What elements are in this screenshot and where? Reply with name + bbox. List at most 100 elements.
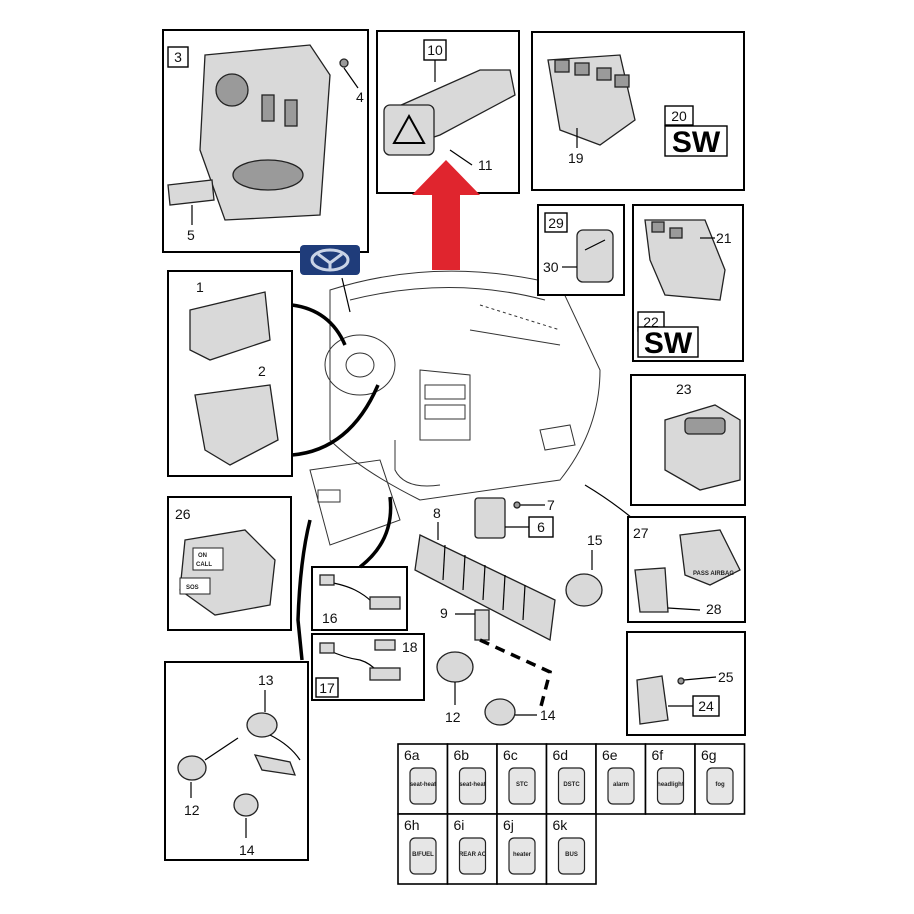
switch-cell-6j: 6j heater [496, 813, 548, 885]
switch-id-label: 6k [553, 817, 569, 833]
switch-id-label: 6h [404, 817, 420, 833]
plug-14-panel [233, 793, 259, 817]
plug-14 [484, 698, 516, 726]
callout-12: 12 [184, 802, 200, 818]
switch-6 [474, 497, 506, 539]
switch-cell-6a: 6a seat-heat [397, 743, 449, 815]
switch-button-icon [409, 767, 437, 805]
callout-13: 13 [258, 672, 274, 688]
switch-button-icon [607, 767, 635, 805]
callout-16: 16 [322, 610, 338, 626]
socket-15 [565, 573, 603, 607]
bracket-28 [634, 567, 669, 613]
lighter-12-panel [177, 755, 207, 781]
switch-id-label: 6c [503, 747, 518, 763]
steering-switch-1 [189, 291, 271, 361]
callout-25: 25 [718, 669, 734, 685]
callout-12: 12 [445, 709, 461, 725]
window-button [576, 229, 614, 283]
callout-11: 11 [478, 157, 493, 173]
switch-button-icon [656, 767, 685, 805]
stc-icon: STC [516, 782, 529, 788]
switch-cell-6e: 6e alarm [595, 743, 647, 815]
seat-heat-icon: seat-heat [410, 782, 436, 788]
callout-29: 29 [548, 215, 564, 231]
socket-13 [246, 712, 278, 738]
hazard-button [383, 104, 435, 156]
switch-id-label: 6a [404, 747, 420, 763]
window-switch-19 [547, 54, 636, 146]
switch-id-label: 6b [454, 747, 470, 763]
sw-label: SW [672, 126, 721, 159]
heater-icon: heater [513, 852, 532, 858]
switch-button-icon [706, 767, 734, 805]
callout-24: 24 [698, 698, 714, 714]
callout-14: 14 [239, 842, 255, 858]
callout-10: 10 [427, 42, 443, 58]
callout-2: 2 [258, 363, 266, 379]
switch-button-icon [458, 767, 487, 805]
callout-20: 20 [671, 108, 687, 124]
fog-icon: fog [715, 782, 725, 788]
hazard-triangle-icon [392, 113, 426, 144]
switch-id-label: 6d [553, 747, 569, 763]
bus-icon: BUS [565, 852, 578, 858]
seat-heat-icon: seat-heat [459, 782, 485, 788]
switch-button-icon [557, 837, 586, 875]
volvo-logo-icon [300, 245, 360, 275]
switch-button-icon [557, 767, 586, 805]
callout-8: 8 [433, 505, 441, 521]
callout-30: 30 [543, 259, 559, 275]
oncall-text: ON [198, 553, 207, 559]
switch-id-label: 6e [602, 747, 618, 763]
callout-14: 14 [540, 707, 556, 723]
window-switch-21 [644, 219, 726, 301]
callout-4: 4 [356, 89, 364, 105]
sw-label: SW [644, 327, 693, 360]
screw-icon [339, 58, 349, 68]
callout-18: 18 [402, 639, 418, 655]
switch-id-label: 6j [503, 817, 514, 833]
callout-17: 17 [319, 680, 335, 696]
callout-5: 5 [187, 227, 195, 243]
callout-28: 28 [706, 601, 722, 617]
switch-button-icon [508, 837, 536, 875]
switch-button-icon [409, 837, 437, 875]
rear-ac-icon: REAR AC [459, 852, 487, 858]
callout-21: 21 [716, 230, 732, 246]
switch-24 [636, 675, 669, 725]
callout-6: 6 [537, 519, 545, 535]
switch-id-label: 6g [701, 747, 717, 763]
airbag-key-switch [679, 529, 741, 586]
callout-1: 1 [196, 279, 204, 295]
switch-id-label: 6i [454, 817, 465, 833]
callout-9: 9 [440, 605, 448, 621]
light-knob [215, 73, 249, 107]
switch-cell-6h: 6hB/FUEL [397, 813, 449, 885]
alarm-icon: alarm [613, 782, 629, 788]
callout-3: 3 [174, 49, 182, 65]
callout-15: 15 [587, 532, 603, 548]
switch-grille-8 [414, 534, 556, 642]
switch-cell-6g: 6g fog [694, 743, 746, 815]
switch-cell-6b: 6b seat-heat [446, 743, 498, 815]
light-switch-panel [199, 44, 331, 221]
callout-22: 22 [643, 314, 659, 330]
lighter-12 [436, 651, 474, 683]
sos-text: SOS [186, 585, 199, 591]
headlight-icon: headlight [657, 782, 684, 788]
b-fuel-icon: B/FUEL [412, 852, 434, 858]
blank-9 [474, 609, 490, 641]
callout-19: 19 [568, 150, 584, 166]
oncall-text: CALL [196, 562, 212, 568]
switch-cover [167, 179, 215, 206]
callout-26: 26 [175, 506, 191, 522]
dstc-icon: DSTC [563, 782, 580, 788]
dashboard-illustration [309, 270, 601, 546]
callout-27: 27 [633, 525, 649, 541]
